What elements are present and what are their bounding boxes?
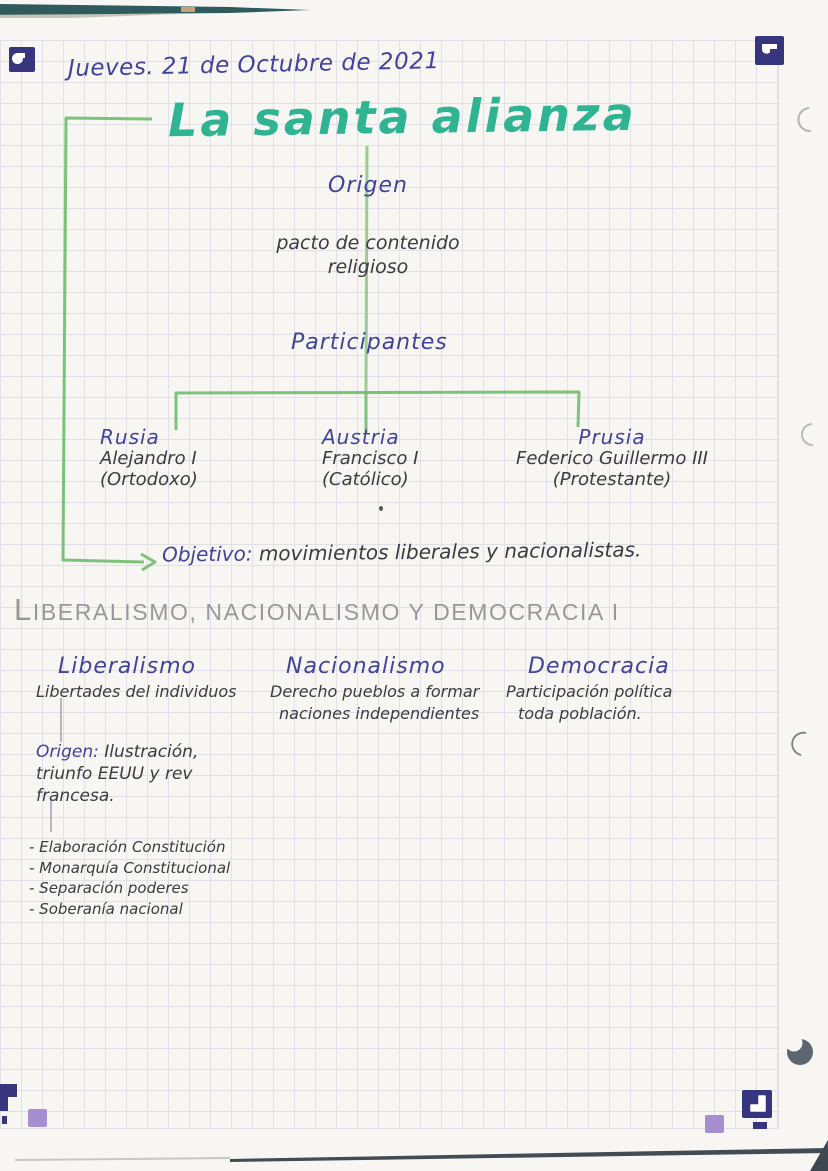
- top-streak-shadow: [0, 14, 180, 18]
- participant-religion: (Protestante): [552, 469, 672, 490]
- participant-religion: (Ortodoxo): [100, 469, 198, 490]
- bottom-right-corner-shadow: [810, 1140, 828, 1171]
- participants-node-label: Participantes: [291, 330, 448, 355]
- top-streak-speck: [181, 7, 195, 12]
- column-title: Nacionalismo: [286, 654, 446, 679]
- accent-square-bottom-right-icon: [705, 1115, 724, 1133]
- origin-note-line-1: pacto de contenido: [276, 232, 460, 254]
- section-heading: LIBERALISMO, NACIONALISMO Y DEMOCRACIA I: [14, 592, 620, 627]
- participant-country: Prusia: [578, 425, 646, 449]
- participant-austria: Austria Francisco I (Católico): [322, 425, 419, 491]
- origin-node-label: Origen: [328, 173, 408, 198]
- column-line: naciones independientes: [279, 704, 480, 723]
- column-title: Democracia: [528, 654, 670, 679]
- binder-ring-shadow-3: [791, 731, 807, 756]
- origin-detail-line-3: francesa.: [36, 786, 115, 806]
- column-line: Libertades del individuos: [36, 682, 237, 701]
- column-line: toda población.: [518, 704, 642, 723]
- grid-paper-background: [0, 40, 779, 1129]
- page-title: La santa alianza: [167, 86, 638, 148]
- bullet-item: - Soberanía nacional: [29, 899, 183, 918]
- participant-ruler: Francisco I: [322, 448, 419, 469]
- liberalism-bullet-list: - Elaboración Constitución - Monarquía C…: [29, 837, 230, 919]
- participant-country: Rusia: [100, 425, 160, 449]
- objective-text: movimientos liberales y nacionalistas.: [252, 537, 642, 566]
- scan-corner-marker-top-right-icon: [755, 36, 784, 65]
- scan-corner-marker-top-left-icon: [9, 47, 35, 72]
- origin-note: pacto de contenido religioso: [263, 231, 473, 279]
- column-title: Liberalismo: [58, 654, 196, 679]
- binder-ring-shadow-4-bite: [785, 1034, 803, 1052]
- scan-corner-marker-bottom-left-icon: [0, 1084, 17, 1124]
- origin-note-line-2: religioso: [327, 256, 409, 278]
- bullet-item: - Monarquía Constitucional: [29, 858, 231, 877]
- scan-corner-marker-bottom-right-icon: [742, 1090, 772, 1129]
- bullet-item: - Separación poderes: [29, 879, 189, 897]
- pencil-connector-line-2: [50, 800, 52, 832]
- binder-ring-shadow-2: [801, 423, 814, 447]
- column-line: Participación política: [506, 682, 673, 701]
- bottom-edge-light-line: [14, 1157, 231, 1161]
- column-nacionalismo: Nacionalismo Derecho pueblos a formar na…: [270, 656, 479, 725]
- origin-detail-block: Origen: Ilustración, triunfo EEUU y rev …: [36, 741, 198, 807]
- top-edge-streak: [0, 4, 310, 15]
- binder-ring-shadow-4: [787, 1039, 813, 1065]
- objective-line: Objetivo: movimientos liberales y nacion…: [162, 537, 642, 566]
- objective-label: Objetivo:: [161, 541, 253, 567]
- column-liberalismo: Liberalismo Libertades del individuos: [36, 656, 237, 703]
- participant-prusia: Prusia Federico Guillermo III (Protestan…: [492, 425, 732, 491]
- bullet-item: - Elaboración Constitución: [29, 838, 226, 856]
- origin-detail-label: Origen:: [36, 742, 99, 762]
- bottom-edge-dark-line: [230, 1148, 828, 1162]
- column-democracia: Democracia Participación política toda p…: [506, 656, 672, 725]
- binder-ring-shadow-1: [797, 107, 812, 133]
- pencil-connector-line-1: [60, 698, 62, 742]
- origin-detail-line-1: Origen: Ilustración,: [36, 741, 198, 763]
- ink-dot: [379, 506, 383, 511]
- origin-detail-line-2: triunfo EEUU y rev: [36, 764, 193, 784]
- participant-religion: (Católico): [322, 469, 409, 490]
- column-line: Derecho pueblos a formar: [270, 682, 480, 701]
- accent-square-bottom-left-icon: [28, 1109, 47, 1127]
- origin-detail-text: Ilustración,: [104, 742, 199, 762]
- participant-country: Austria: [322, 425, 400, 449]
- participant-ruler: Federico Guillermo III: [516, 448, 708, 469]
- participant-ruler: Alejandro I: [100, 448, 197, 469]
- participant-rusia: Rusia Alejandro I (Ortodoxo): [100, 425, 198, 491]
